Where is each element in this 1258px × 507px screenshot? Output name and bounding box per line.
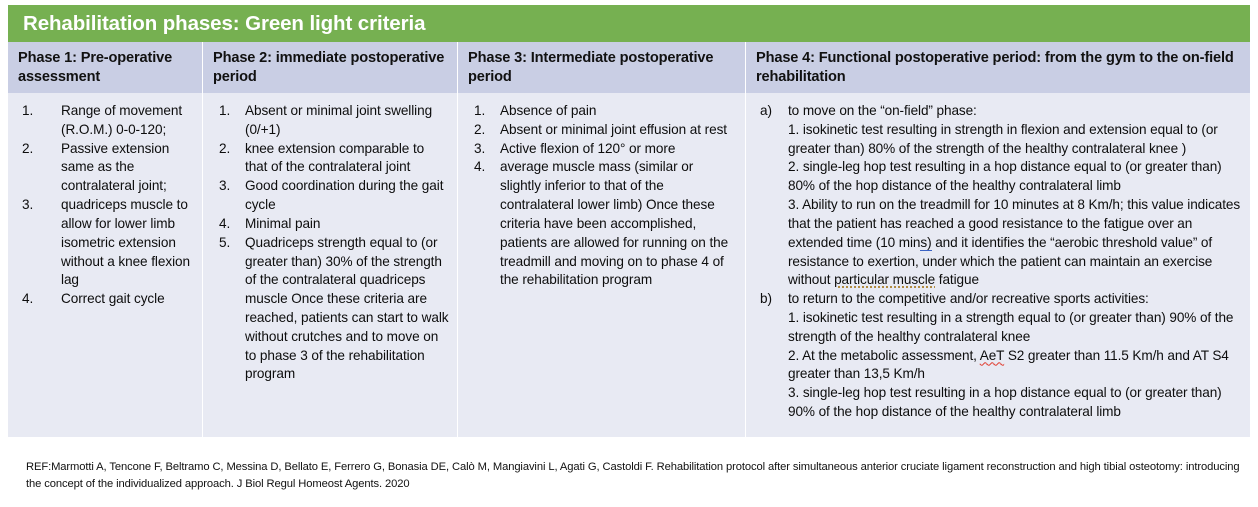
- list-text: Good coordination during the gait cycle: [245, 178, 444, 213]
- sub-text-pre: 3. Ability to run on the treadmill for 1…: [788, 197, 1241, 250]
- list-marker: 4.: [22, 291, 34, 307]
- list-item: 3. quadriceps muscle to allow for lower l…: [14, 196, 194, 290]
- criteria-list-phase-1: 1. Range of movement (R.O.M.) 0-0-120; 2.…: [14, 102, 194, 309]
- list-item-a: a) to move on the “on-field” phase: 1. i…: [752, 102, 1242, 290]
- list-marker: 3.: [474, 140, 486, 156]
- criteria-list-phase-2: 1. Absent or minimal joint swelling (0/+1…: [209, 102, 449, 384]
- list-item: 3. Active flexion of 120° or more: [464, 140, 737, 159]
- list-marker: 3.: [219, 178, 231, 194]
- list-item: 2. Absent or minimal joint effusion at re…: [464, 121, 737, 140]
- list-marker: 1.: [474, 103, 486, 118]
- list-text: Quadriceps strength equal to (or greater…: [245, 234, 449, 382]
- list-item: 2. knee extension comparable to that of t…: [209, 140, 449, 178]
- column-body-phase-3: 1. Absence of pain 2. Absent or minimal jo…: [458, 93, 746, 437]
- list-item: 1. Range of movement (R.O.M.) 0-0-120;: [14, 102, 194, 140]
- list-text: Active flexion of 120° or more: [500, 140, 676, 156]
- sub-text-post: fatigue: [935, 272, 979, 288]
- slide-title: Rehabilitation phases: Green light crite…: [23, 11, 426, 35]
- list-text: Correct gait cycle: [61, 291, 165, 307]
- block-lead-text: to move on the “on-field” phase:: [788, 103, 977, 118]
- list-text: Range of movement (R.O.M.) 0-0-120;: [61, 103, 183, 137]
- list-marker: 4.: [219, 215, 231, 231]
- sub-text-mid: and it identifies the “aerobic threshold…: [788, 234, 1213, 288]
- list-item: 1. Absence of pain: [464, 102, 737, 121]
- list-marker: 4.: [474, 159, 486, 175]
- list-item: 4. Minimal pain: [209, 215, 449, 234]
- list-text: Passive extension same as the contralate…: [61, 140, 170, 194]
- list-item: 2. Passive extension same as the contrala…: [14, 140, 194, 196]
- criteria-list-phase-3: 1. Absence of pain 2. Absent or minimal jo…: [464, 102, 737, 290]
- list-marker: 1.: [219, 103, 231, 118]
- column-body-phase-2: 1. Absent or minimal joint swelling (0/+1…: [203, 93, 458, 437]
- column-header-phase-1: Phase 1: Pre-operative assessment: [8, 42, 203, 93]
- list-item: 3. Good coordination during the gait cycl…: [209, 177, 449, 215]
- column-header-phase-4: Phase 4: Functional postoperative period…: [756, 50, 1234, 86]
- list-marker: 3.: [22, 197, 34, 213]
- list-marker: 2.: [22, 140, 34, 156]
- sub-text-pre: 2. At the metabolic assessment,: [788, 347, 980, 363]
- spellcheck-blue-underline: s): [920, 234, 932, 251]
- sub-item-text: 1. isokinetic test resulting in strength…: [788, 121, 1218, 156]
- spellcheck-tan-underline: particular muscle: [834, 272, 936, 288]
- table-header-row: Phase 1: Pre-operative assessment Phase …: [8, 42, 1250, 93]
- list-marker: 2.: [474, 121, 486, 137]
- table-body-row: 1. Range of movement (R.O.M.) 0-0-120; 2.…: [8, 93, 1250, 437]
- column-body-phase-4: a) to move on the “on-field” phase: 1. i…: [746, 93, 1250, 437]
- list-text: Absent or minimal joint effusion at rest: [500, 121, 727, 137]
- column-body-phase-1: 1. Range of movement (R.O.M.) 0-0-120; 2.…: [8, 93, 203, 437]
- list-text: quadriceps muscle to allow for lower lim…: [61, 197, 190, 288]
- list-text: knee extension comparable to that of the…: [245, 140, 425, 175]
- sub-text-post: S2 greater than 11.5 Km/h and AT S4 grea…: [788, 347, 1229, 382]
- sub-item-text-spellchecked: 2. At the metabolic assessment, AeT S2 g…: [788, 347, 1242, 385]
- list-item: 1. Absent or minimal joint swelling (0/+1…: [209, 102, 449, 140]
- sub-item-text: 1. isokinetic test resulting in a streng…: [788, 309, 1234, 344]
- list-marker: 5.: [219, 234, 231, 250]
- list-marker: 2.: [219, 140, 231, 156]
- column-header-phase-3: Phase 3: Intermediate postoperative peri…: [458, 42, 746, 93]
- list-item: 4. average muscle mass (similar or slight…: [464, 158, 737, 290]
- list-text: Absence of pain: [500, 103, 597, 118]
- list-marker: b): [760, 291, 772, 307]
- list-text: Minimal pain: [245, 215, 321, 231]
- sub-item-text: 2. single-leg hop test resulting in a ho…: [788, 159, 1222, 194]
- list-item-b: b) to return to the competitive and/or r…: [752, 290, 1242, 422]
- list-text: Absent or minimal joint swelling (0/+1): [245, 103, 433, 137]
- list-text: average muscle mass (similar or slightly…: [500, 159, 729, 288]
- criteria-list-phase-4: a) to move on the “on-field” phase: 1. i…: [752, 102, 1242, 422]
- column-header-phase-2: Phase 2: immediate postoperative period: [203, 42, 458, 93]
- slide-title-band: Rehabilitation phases: Green light crite…: [8, 5, 1250, 42]
- reference-citation: REF:Marmotti A, Tencone F, Beltramo C, M…: [26, 461, 1240, 491]
- list-item: 4. Correct gait cycle: [14, 290, 194, 309]
- spellcheck-red-underline: AeT: [979, 347, 1005, 363]
- block-lead-text: to return to the competitive and/or recr…: [788, 291, 1149, 307]
- list-marker: a): [760, 103, 772, 118]
- list-item: 5. Quadriceps strength equal to (or great…: [209, 234, 449, 385]
- sub-item-text: 3. single-leg hop test resulting in a ho…: [788, 385, 1222, 419]
- sub-item-text-spellchecked: 3. Ability to run on the treadmill for 1…: [788, 196, 1242, 290]
- phases-table: Phase 1: Pre-operative assessment Phase …: [8, 42, 1250, 437]
- list-marker: 1.: [22, 103, 34, 118]
